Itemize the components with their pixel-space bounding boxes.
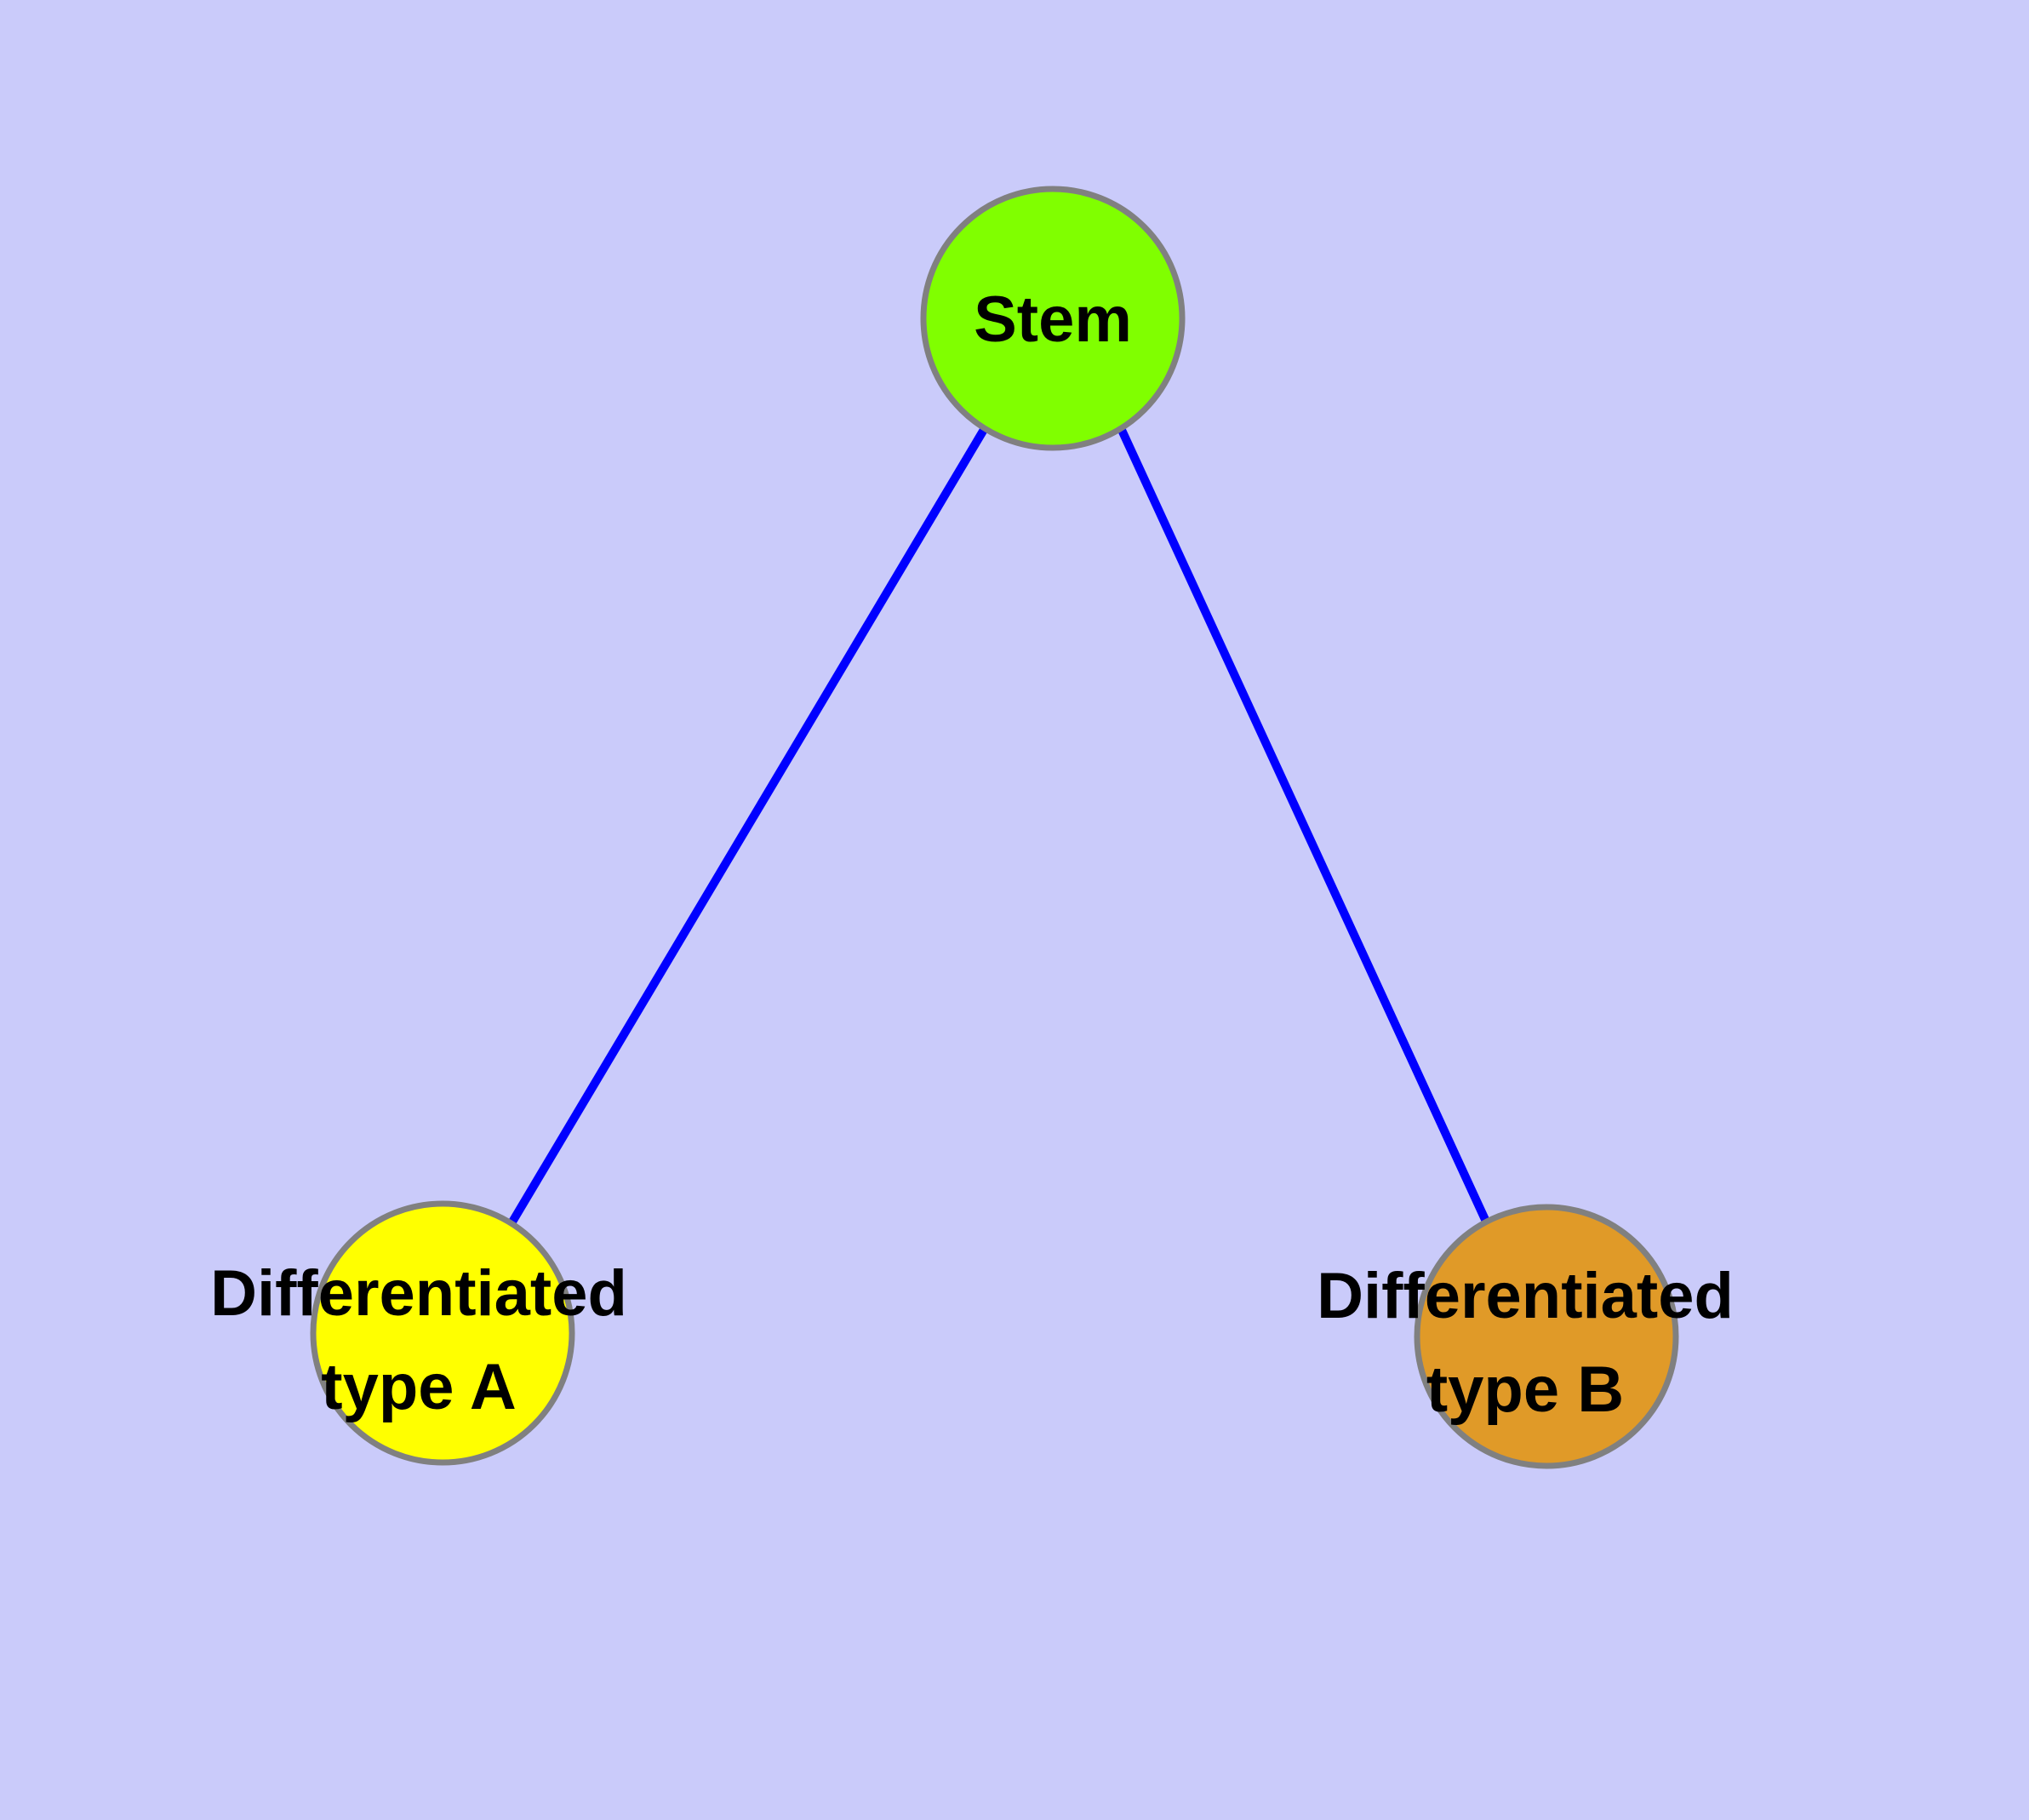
node-circle-stem[interactable] <box>920 186 1186 451</box>
edges-layer <box>507 426 1491 1226</box>
node-label-line: type B <box>1426 1354 1624 1426</box>
edge-stem-diff-b[interactable] <box>1117 426 1491 1226</box>
node-label-line: Stem <box>974 283 1132 356</box>
node-circle-diff_a[interactable] <box>310 1200 575 1466</box>
node-label-diff_b: Differentiated type B <box>1317 1260 1734 1426</box>
node-label-stem: Stem <box>974 283 1132 356</box>
nodes-layer <box>310 186 1679 1469</box>
node-label-line: type A <box>321 1351 516 1423</box>
node-label-diff_a: Differentiated type A <box>210 1257 627 1423</box>
node-circle-diff_b[interactable] <box>1414 1204 1679 1469</box>
node-label-line: Differentiated <box>210 1257 627 1330</box>
node-label-line: Differentiated <box>1317 1260 1734 1332</box>
edge-stem-diff-a[interactable] <box>507 426 989 1226</box>
